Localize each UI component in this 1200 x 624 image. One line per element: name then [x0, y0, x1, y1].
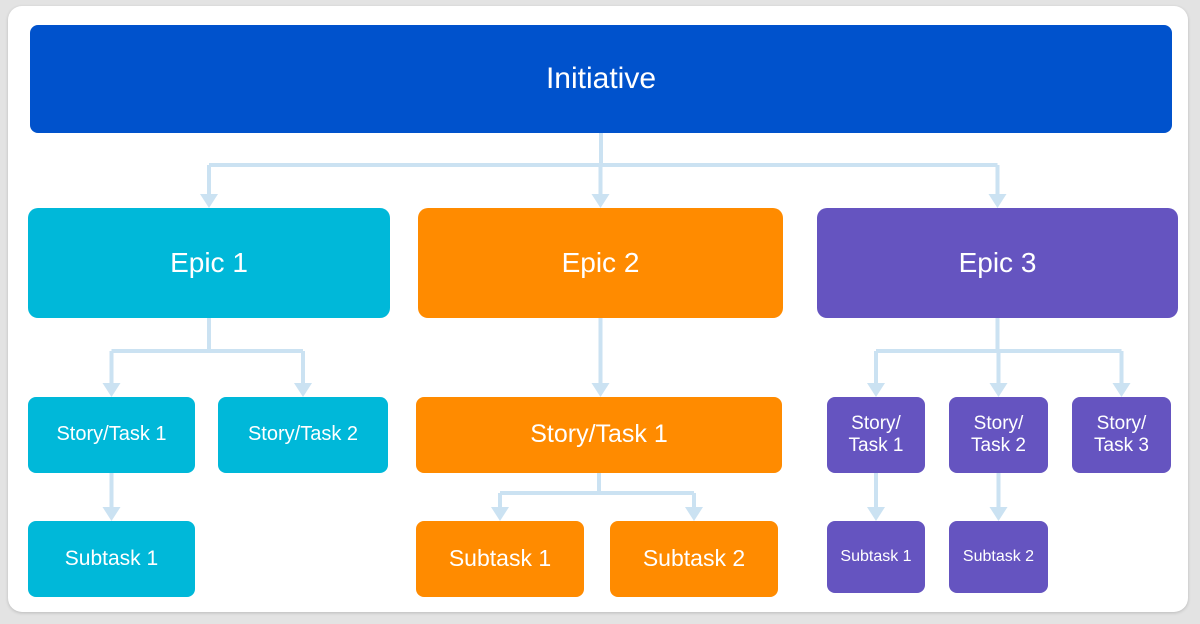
node-epic3-subtask-2-label: Subtask 2 [962, 547, 1035, 565]
node-initiative-label: Initiative [545, 62, 657, 96]
node-epic-1[interactable]: Epic 1 [28, 208, 390, 318]
node-epic2-story-task-1[interactable]: Story/Task 1 [416, 397, 782, 473]
node-epic2-subtask-2-label: Subtask 2 [642, 545, 746, 572]
node-epic-2-label: Epic 2 [561, 247, 640, 279]
node-epic2-story-task-1-label: Story/Task 1 [530, 420, 668, 449]
node-epic3-story-task-2[interactable]: Story/ Task 2 [949, 397, 1048, 473]
node-epic2-subtask-1[interactable]: Subtask 1 [416, 521, 584, 597]
node-initiative[interactable]: Initiative [30, 25, 1172, 133]
node-epic3-subtask-1-label: Subtask 1 [840, 547, 912, 565]
node-epic3-story-task-1-label: Story/ Task 1 [848, 412, 904, 456]
node-epic3-story-task-3[interactable]: Story/ Task 3 [1072, 397, 1171, 473]
node-epic1-story-task-2-label: Story/Task 2 [247, 423, 359, 446]
node-epic3-subtask-1[interactable]: Subtask 1 [827, 521, 925, 593]
node-epic1-story-task-1[interactable]: Story/Task 1 [28, 397, 195, 473]
node-epic-3-label: Epic 3 [958, 247, 1037, 279]
node-epic-3[interactable]: Epic 3 [817, 208, 1178, 318]
node-epic2-subtask-1-label: Subtask 1 [448, 545, 552, 572]
node-epic3-story-task-1[interactable]: Story/ Task 1 [827, 397, 925, 473]
node-epic1-story-task-1-label: Story/Task 1 [56, 423, 167, 446]
node-epic3-story-task-2-label: Story/ Task 2 [971, 412, 1026, 456]
node-epic1-subtask-1[interactable]: Subtask 1 [28, 521, 195, 597]
node-epic3-story-task-3-label: Story/ Task 3 [1094, 412, 1149, 456]
node-epic2-subtask-2[interactable]: Subtask 2 [610, 521, 778, 597]
node-epic-2[interactable]: Epic 2 [418, 208, 783, 318]
node-epic-1-label: Epic 1 [170, 247, 248, 279]
node-epic3-subtask-2[interactable]: Subtask 2 [949, 521, 1048, 593]
node-epic1-subtask-1-label: Subtask 1 [64, 546, 159, 570]
node-epic1-story-task-2[interactable]: Story/Task 2 [218, 397, 388, 473]
